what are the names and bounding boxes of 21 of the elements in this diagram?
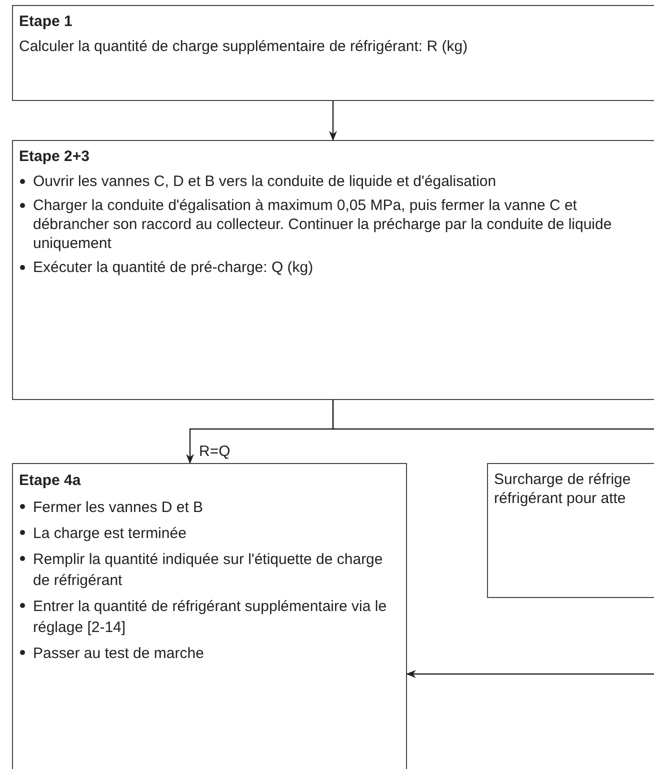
step-heading: Etape 2+3 bbox=[19, 147, 90, 166]
step-text: Calculer la quantité de charge supplémentaire de réfrigérant: R (kg) bbox=[19, 37, 469, 56]
step-text: Surcharge de réfrige réfrigérant pour atte bbox=[494, 470, 632, 508]
arrow bbox=[329, 101, 337, 141]
bullet-item: Entrer la quantité de réfrigérant supplémentaire via le réglage [2-14] bbox=[19, 596, 388, 638]
connector-line bbox=[332, 400, 654, 430]
bullet-item: Fermer les vannes D et B bbox=[19, 497, 388, 518]
process-box bbox=[487, 463, 654, 598]
bullet-item: Ouvrir les vannes C, D et B vers la conduite de liquide et d'égalisation bbox=[19, 172, 633, 191]
step-heading: Etape 1 bbox=[19, 12, 74, 31]
arrow bbox=[406, 670, 654, 678]
edge-label: R=Q bbox=[197, 443, 232, 460]
bullet-item: Remplir la quantité indiquée sur l'étiquette de charge de réfrigérant bbox=[19, 549, 388, 591]
step-heading: Etape 4a bbox=[19, 471, 82, 491]
bullet-item: Passer au test de marche bbox=[19, 643, 388, 664]
bullet-item: La charge est terminée bbox=[19, 523, 388, 544]
process-box bbox=[12, 463, 407, 769]
process-box bbox=[12, 5, 654, 101]
bullet-item: Charger la conduite d'égalisation à maximum 0,05 MPa, puis fermer la vanne C et débrancher son raccord au collecteur. Continuer la précharge par la conduite de liquide uniquement bbox=[19, 196, 633, 253]
process-box bbox=[12, 140, 654, 400]
bullet-item: Exécuter la quantité de pré-charge: Q (kg) bbox=[19, 258, 633, 277]
